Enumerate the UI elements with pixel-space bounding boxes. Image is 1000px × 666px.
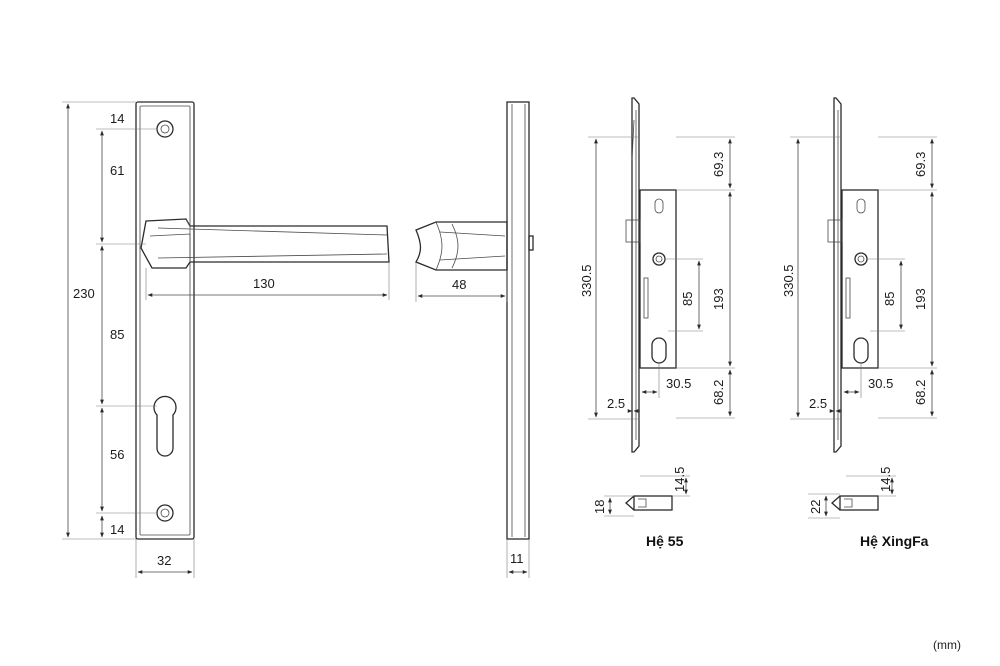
dim-keyhole-to-hole: 56 — [110, 447, 124, 462]
dim-he55-faceplate: 2.5 — [607, 396, 625, 411]
lock-he55: 69.3 330.5 193 85 30.5 2.5 68.2 14.5 18 … — [579, 97, 735, 549]
side-handle — [415, 221, 508, 271]
dim-plate-width: 32 — [157, 553, 171, 568]
caption-he55: Hệ 55 — [646, 533, 684, 549]
lever-handle — [140, 218, 390, 269]
dim-hole-to-handle: 61 — [110, 163, 124, 178]
dim-handle-length: 130 — [253, 276, 275, 291]
dim-xingfa-center: 85 — [882, 292, 897, 306]
dim-xingfa-total: 330.5 — [781, 264, 796, 297]
dim-he55-latch-width: 18 — [592, 500, 607, 514]
dim-top-hole: 14 — [110, 111, 124, 126]
dim-handle-to-keyhole: 85 — [110, 327, 124, 342]
latch-detail-he55 — [604, 475, 690, 517]
back-plate — [135, 101, 195, 540]
dim-xingfa-top: 69.3 — [913, 152, 928, 177]
lock-case-xingfa — [841, 189, 879, 369]
dim-he55-top: 69.3 — [711, 152, 726, 177]
dim-he55-backset: 30.5 — [666, 376, 691, 391]
lock-xingfa: 69.3 330.5 193 85 30.5 2.5 68.2 14.5 22 … — [781, 97, 937, 549]
dim-thickness: 11 — [510, 551, 524, 566]
dim-he55-bottom: 68.2 — [711, 380, 726, 405]
dim-xingfa-backset: 30.5 — [868, 376, 893, 391]
dim-total-height: 230 — [73, 286, 95, 301]
left-dimensions — [62, 101, 157, 540]
dim-xingfa-body: 193 — [913, 288, 928, 310]
dim-xingfa-bottom: 68.2 — [913, 380, 928, 405]
dim-he55-latch-height: 14.5 — [672, 467, 687, 492]
dim-xingfa-latch-height: 14.5 — [878, 467, 893, 492]
dim-projection: 48 — [452, 277, 466, 292]
side-plate — [506, 101, 530, 540]
lock-case — [639, 189, 677, 369]
dim-xingfa-faceplate: 2.5 — [809, 396, 827, 411]
side-view: 48 11 — [415, 101, 534, 578]
bottom-screw-hole — [156, 504, 174, 522]
dim-he55-center: 85 — [680, 292, 695, 306]
dim-xingfa-latch-width: 22 — [808, 500, 823, 514]
caption-xingfa: Hệ XingFa — [860, 533, 929, 549]
dim-bottom-hole: 14 — [110, 522, 124, 537]
keyhole-cutout — [153, 395, 177, 457]
front-view: 14 61 230 85 56 14 130 32 — [62, 101, 390, 578]
dim-he55-total: 330.5 — [579, 264, 594, 297]
unit-note: (mm) — [933, 638, 961, 652]
latch-detail-xingfa — [808, 475, 896, 519]
dim-he55-body: 193 — [711, 288, 726, 310]
top-screw-hole — [156, 120, 174, 138]
